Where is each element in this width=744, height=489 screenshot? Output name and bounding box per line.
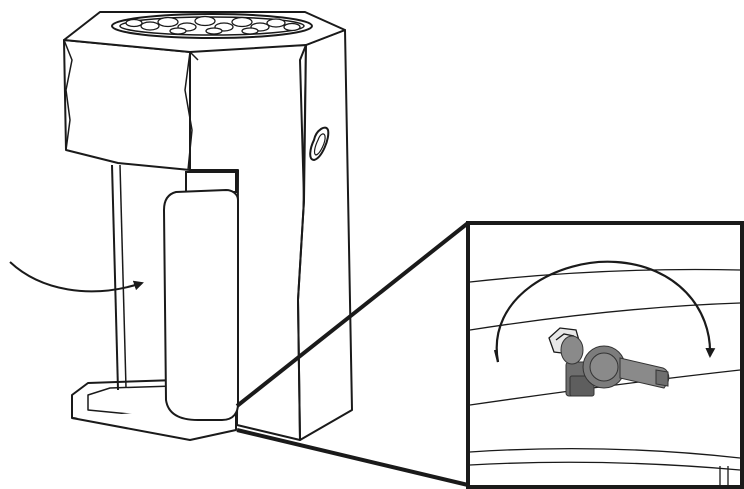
water-tank-icon <box>162 171 239 421</box>
curved-arrow-icon <box>9 261 144 293</box>
callout-connector <box>235 221 470 487</box>
drain-valve-icon <box>466 221 744 489</box>
stones <box>125 15 301 35</box>
rotate-arrow-icon <box>493 260 716 363</box>
valve-body <box>560 335 670 397</box>
